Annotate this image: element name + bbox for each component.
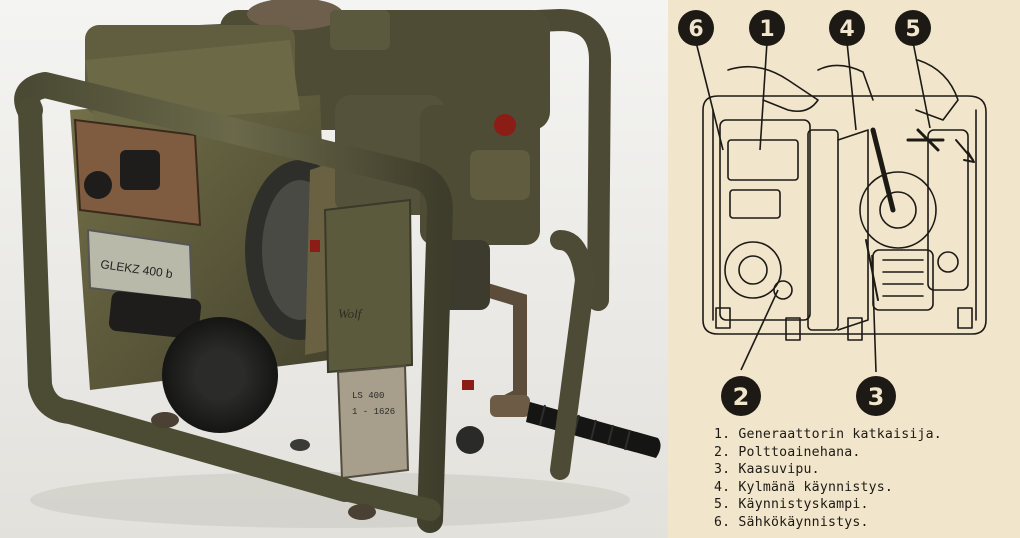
generator-line-drawing: 6 1 4 5 2 3 (678, 10, 987, 416)
callout-number: 1 (759, 17, 774, 42)
callout-3: 3 (856, 376, 896, 416)
callout-2: 2 (721, 376, 761, 416)
callout-number: 6 (688, 17, 703, 42)
tag-line-2: 1 - 1626 (352, 407, 395, 417)
callout-number: 2 (733, 383, 750, 411)
parts-legend: 1. Generaattorin katkaisija. 2. Polttoai… (714, 426, 942, 532)
legend-item: 5. Käynnistyskampi. (714, 497, 869, 513)
callout-number: 5 (905, 17, 920, 42)
legend-item: 4. Kylmänä käynnistys. (714, 479, 894, 495)
generator-photo-illustration: GLEKZ 400 b Wolf LS 400 1 - 1626 (0, 0, 668, 538)
tag-line-1: LS 400 (352, 391, 384, 401)
generator-photo: GLEKZ 400 b Wolf LS 400 1 - 1626 (0, 0, 668, 538)
callout-4: 4 (829, 10, 865, 46)
callout-1: 1 (749, 10, 785, 46)
legend-item: 1. Generaattorin katkaisija. (714, 427, 942, 442)
logo-text: Wolf (338, 306, 364, 321)
callout-6: 6 (678, 10, 714, 46)
legend-item: 3. Kaasuvipu. (714, 462, 820, 478)
callout-number: 3 (868, 383, 885, 411)
callout-5: 5 (895, 10, 931, 46)
legend-item: 2. Polttoainehana. (714, 444, 861, 460)
legend-item: 6. Sähkökäynnistys. (714, 514, 869, 530)
generator-diagram: 6 1 4 5 2 3 1. Generaattorin katkaisija.… (668, 0, 1020, 538)
callout-number: 4 (839, 17, 854, 42)
